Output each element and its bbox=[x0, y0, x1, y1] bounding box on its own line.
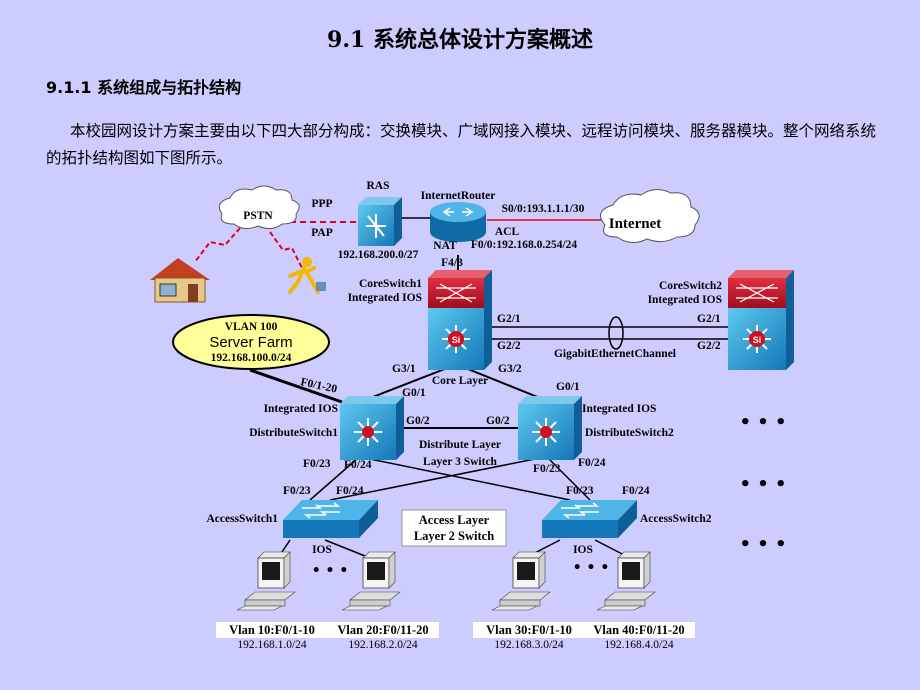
g31-label: G3/1 bbox=[392, 363, 416, 375]
core1-ios: Integrated IOS bbox=[348, 292, 422, 304]
layer2-label: Layer 2 Switch bbox=[414, 529, 494, 543]
access-layer-label: Access Layer bbox=[419, 513, 490, 527]
g02-left: G0/2 bbox=[406, 415, 430, 427]
dist2-name: DistributeSwitch2 bbox=[585, 427, 674, 439]
dist2-ios: Integrated IOS bbox=[582, 403, 656, 415]
mobile-user-icon bbox=[288, 257, 326, 294]
f024-a1: F0/24 bbox=[336, 485, 364, 497]
section-subtitle: 9.1.1 系统组成与拓扑结构 bbox=[46, 78, 242, 97]
pc-icon bbox=[341, 551, 401, 611]
internet-router: InternetRouter bbox=[421, 190, 496, 242]
server-farm: VLAN 100 Server Farm 192.168.100.0/24 bbox=[172, 314, 330, 370]
pstn-label: PSTN bbox=[243, 210, 273, 222]
ios-left: IOS bbox=[312, 544, 332, 556]
vlan20-ip: 192.168.2.0/24 bbox=[348, 639, 418, 651]
f023-a2: F0/23 bbox=[566, 485, 594, 497]
vlan20-box: Vlan 20:F0/11-20 192.168.2.0/24 bbox=[327, 622, 439, 651]
g21-left: G2/1 bbox=[497, 313, 521, 325]
f024-d2: F0/24 bbox=[578, 457, 606, 469]
vlan30-ip: 192.168.3.0/24 bbox=[494, 639, 564, 651]
vlan40-box: Vlan 40:F0/11-20 192.168.4.0/24 bbox=[583, 622, 695, 651]
pstn-cloud: PSTN bbox=[218, 185, 300, 230]
page-title: 9.1 系统总体设计方案概述 bbox=[327, 27, 593, 53]
vlan30-label: Vlan 30:F0/1-10 bbox=[486, 623, 572, 637]
ras-device: RAS 192.168.200.0/27 bbox=[338, 180, 419, 261]
dist1-name: DistributeSwitch1 bbox=[249, 427, 338, 439]
g01-right: G0/1 bbox=[556, 381, 580, 393]
vlan30-box: Vlan 30:F0/1-10 192.168.3.0/24 bbox=[473, 622, 585, 651]
core2-name: CoreSwitch2 bbox=[659, 280, 722, 292]
g22-right: G2/2 bbox=[697, 340, 721, 352]
ras-label: RAS bbox=[366, 180, 389, 192]
internet-cloud: Internet bbox=[600, 189, 700, 243]
dots-left: • • • bbox=[312, 563, 349, 579]
core-switch-2: Si bbox=[728, 270, 794, 370]
g02-right: G0/2 bbox=[486, 415, 510, 427]
s0-label: S0/0:193.1.1.1/30 bbox=[502, 203, 585, 215]
access-layer-box: Access Layer Layer 2 Switch bbox=[401, 509, 507, 547]
vlan20-label: Vlan 20:F0/11-20 bbox=[337, 623, 428, 637]
server-farm-label: Server Farm bbox=[209, 334, 292, 351]
house-icon bbox=[150, 258, 210, 303]
ellipsis-1: • • • bbox=[739, 412, 786, 433]
vlan100-label: VLAN 100 bbox=[225, 321, 278, 333]
f023-d1: F0/23 bbox=[303, 458, 331, 470]
internet-label: Internet bbox=[609, 216, 662, 232]
layer3-label: Layer 3 Switch bbox=[423, 456, 498, 468]
vlan10-label: Vlan 10:F0/1-10 bbox=[229, 623, 315, 637]
g32-label: G3/2 bbox=[498, 363, 522, 375]
distribute-switch-1 bbox=[340, 396, 404, 460]
ppp-label: PPP bbox=[311, 198, 332, 210]
pap-label: PAP bbox=[311, 227, 333, 239]
g22-left: G2/2 bbox=[497, 340, 521, 352]
nat-label: NAT bbox=[433, 240, 457, 252]
dots-right: • • • bbox=[573, 560, 610, 576]
pc-icon bbox=[491, 551, 551, 611]
ras-ip-label: 192.168.200.0/27 bbox=[338, 249, 419, 261]
access1-name: AccessSwitch1 bbox=[206, 513, 278, 525]
f023-d2: F0/23 bbox=[533, 463, 561, 475]
acl-label: ACL bbox=[495, 226, 520, 238]
links bbox=[194, 217, 730, 559]
core2-ios: Integrated IOS bbox=[648, 294, 722, 306]
core-switch-1: Si bbox=[428, 270, 492, 370]
svg-text:Si: Si bbox=[753, 335, 762, 345]
access-switch-2 bbox=[542, 500, 637, 538]
dist1-ios: Integrated IOS bbox=[264, 403, 338, 415]
vlan10-box: Vlan 10:F0/1-10 192.168.1.0/24 bbox=[216, 622, 328, 651]
pc-icon bbox=[236, 551, 296, 611]
f023-a1: F0/23 bbox=[283, 485, 311, 497]
access-switch-1 bbox=[283, 500, 378, 538]
distribute-switch-2 bbox=[518, 396, 582, 460]
router-label: InternetRouter bbox=[421, 190, 496, 202]
vlan40-label: Vlan 40:F0/11-20 bbox=[593, 623, 684, 637]
svg-text:Si: Si bbox=[452, 335, 461, 345]
f00-label: F0/0:192.168.0.254/24 bbox=[471, 239, 578, 251]
core1-name: CoreSwitch1 bbox=[359, 278, 422, 290]
server-ip-label: 192.168.100.0/24 bbox=[211, 352, 292, 364]
etherchannel-label: GigabitEthernetChannel bbox=[554, 348, 676, 360]
core-layer-label: Core Layer bbox=[432, 375, 488, 387]
access2-name: AccessSwitch2 bbox=[640, 513, 712, 525]
f024-d1: F0/24 bbox=[344, 459, 372, 471]
ellipsis-2: • • • bbox=[739, 474, 786, 495]
ellipsis-3: • • • bbox=[739, 534, 786, 555]
dist-layer-label: Distribute Layer bbox=[419, 439, 501, 451]
vlan40-ip: 192.168.4.0/24 bbox=[604, 639, 674, 651]
intro-paragraph: 本校园网设计方案主要由以下四大部分构成：交换模块、广域网接入模块、远程访问模块、… bbox=[46, 122, 877, 167]
g01-left: G0/1 bbox=[402, 387, 426, 399]
g21-right: G2/1 bbox=[697, 313, 721, 325]
vlan10-ip: 192.168.1.0/24 bbox=[237, 639, 307, 651]
f43-label: F4/3 bbox=[441, 257, 463, 269]
ios-right: IOS bbox=[573, 544, 593, 556]
f024-a2: F0/24 bbox=[622, 485, 650, 497]
